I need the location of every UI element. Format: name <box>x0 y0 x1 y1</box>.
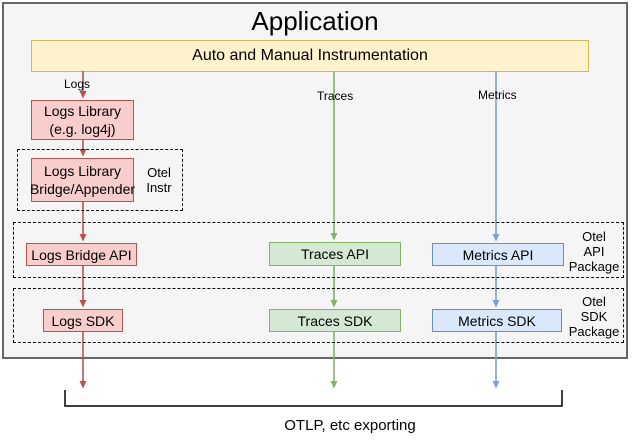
exporting-label: OTLP, etc exporting <box>284 417 416 434</box>
group-otel-instr <box>17 149 183 211</box>
node-logs-library-bridge-appender: Logs Library Bridge/Appender <box>29 158 136 202</box>
traces-flow-label: Traces <box>317 89 354 103</box>
node-bridge-line1: Logs Library <box>43 163 122 179</box>
group-otel-sdk-package-label: Otel SDK Package <box>568 294 620 339</box>
application-title: Application <box>251 6 379 36</box>
node-metrics-api: Metrics API <box>432 243 564 266</box>
instrumentation-bar: Auto and Manual Instrumentation <box>31 40 589 72</box>
exporting-bracket <box>64 390 563 407</box>
node-traces-sdk: Traces SDK <box>269 309 401 332</box>
node-logs-library-line1: Logs Library <box>43 103 122 119</box>
node-logs-bridge-api: Logs Bridge API <box>26 243 137 266</box>
node-traces-api: Traces API <box>269 242 401 266</box>
node-bridge-line2: Bridge/Appender <box>29 181 136 197</box>
group-otel-api-package <box>13 222 624 278</box>
instrumentation-bar-label: Auto and Manual Instrumentation <box>192 47 428 64</box>
node-logs-library-line2: (e.g. log4j) <box>49 121 116 137</box>
node-metrics-sdk: Metrics SDK <box>432 309 562 332</box>
logs-flow-label: Logs <box>64 77 91 91</box>
group-otel-api-package-label: Otel API Package <box>568 229 620 274</box>
metrics-flow-label: Metrics <box>478 88 517 102</box>
node-logs-library: Logs Library (e.g. log4j) <box>31 100 134 140</box>
node-logs-sdk: Logs SDK <box>43 309 123 332</box>
group-otel-instr-label: Otel Instr <box>146 165 172 195</box>
group-otel-sdk-package <box>13 288 624 343</box>
